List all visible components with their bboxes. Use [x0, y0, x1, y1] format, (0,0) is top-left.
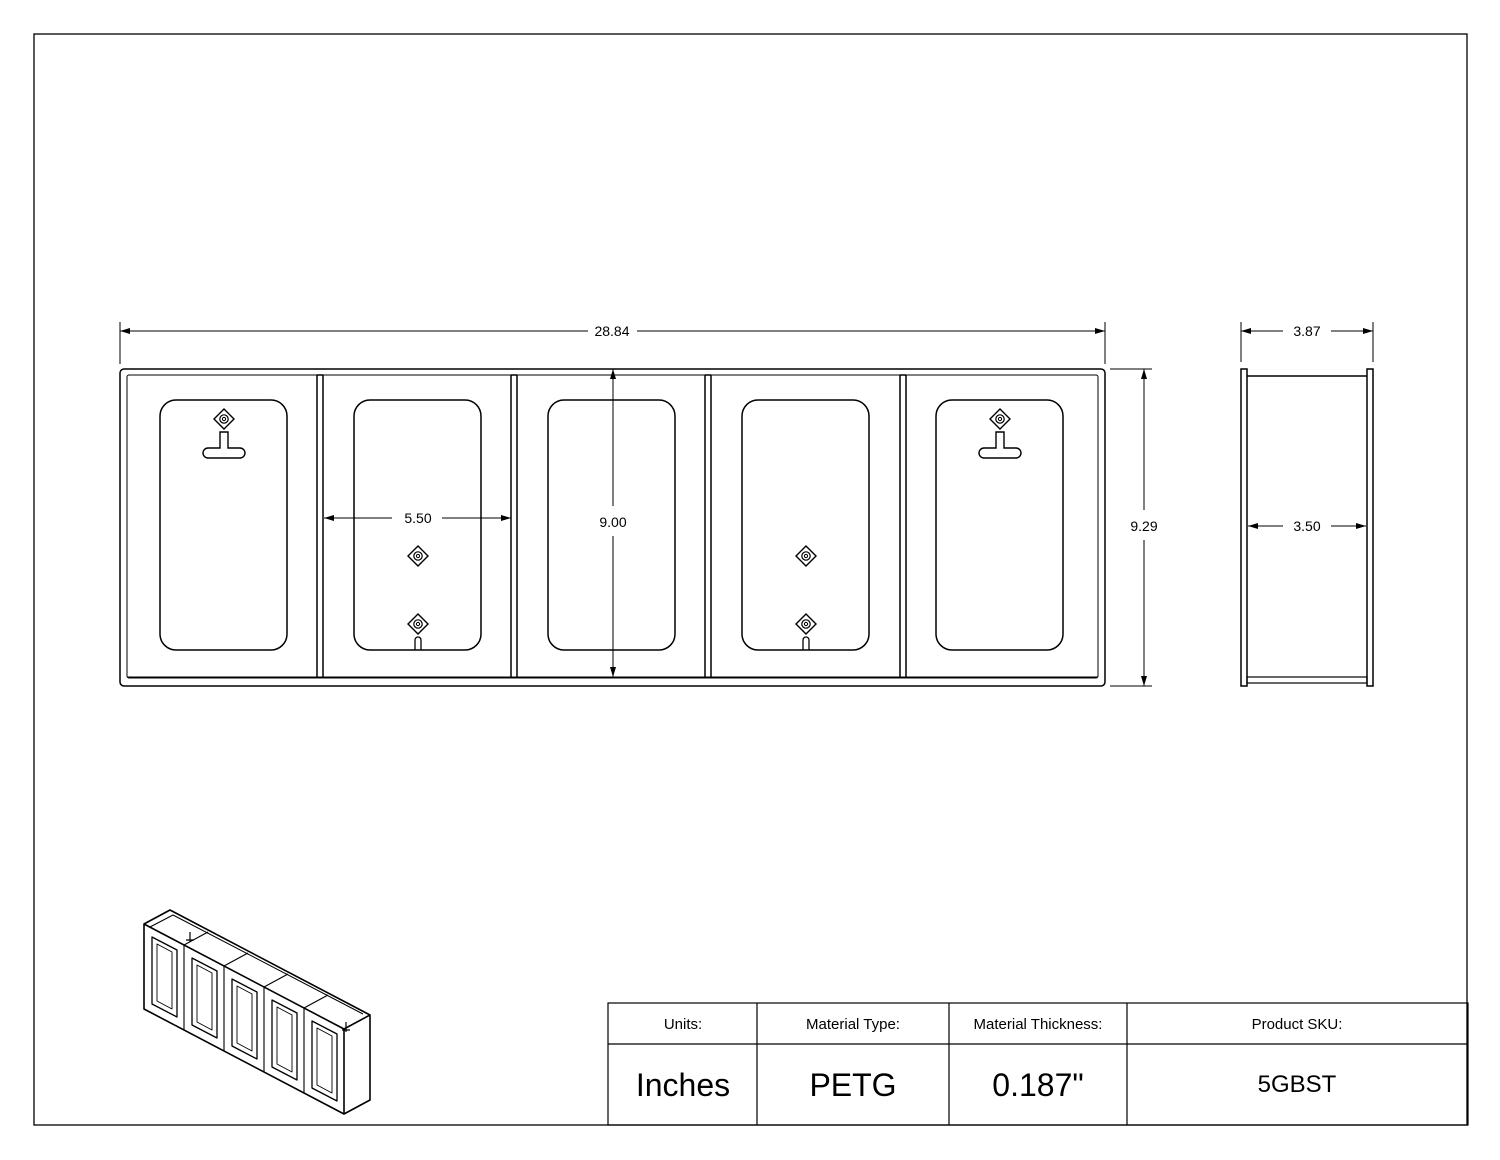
- t-slot-icon: [978, 431, 1022, 459]
- material-type-value: PETG: [809, 1067, 896, 1103]
- material-thickness-value: 0.187": [992, 1067, 1083, 1103]
- material-type-header: Material Type:: [806, 1016, 900, 1033]
- front-view: [119, 368, 1106, 687]
- side-left-wall: [1240, 368, 1248, 687]
- compartment-window-4: [741, 399, 870, 651]
- overall-height-label: 9.29: [1130, 518, 1157, 534]
- compartment-window-2: [353, 399, 482, 651]
- dimension-compartment-height: 9.00: [599, 369, 627, 677]
- overall-width-label: 28.84: [594, 323, 629, 339]
- units-value: Inches: [636, 1067, 730, 1103]
- divider-3: [704, 374, 712, 677]
- divider-2: [510, 374, 518, 677]
- side-inner-depth-label: 3.50: [1293, 518, 1320, 534]
- dimension-overall-width: 28.84: [119, 322, 1106, 364]
- keyhole-icon: [795, 613, 817, 635]
- keyhole-icon: [795, 545, 817, 567]
- t-slot-icon: [202, 431, 246, 459]
- compartment-window-3: [547, 399, 676, 651]
- title-block: [607, 1002, 1469, 1126]
- compartment-height-label: 9.00: [599, 514, 626, 530]
- keyhole-icon: [407, 545, 429, 567]
- isometric-view: [143, 909, 371, 1115]
- material-thickness-header: Material Thickness:: [974, 1016, 1103, 1033]
- product-sku-value: 5GBST: [1258, 1071, 1337, 1098]
- units-header: Units:: [664, 1016, 702, 1033]
- side-view: [1240, 368, 1374, 687]
- dimension-side-inner-depth: 3.50: [1248, 518, 1366, 534]
- side-base: [1246, 676, 1368, 684]
- divider-1: [316, 374, 324, 677]
- sheet-border: [33, 33, 1468, 1126]
- dimension-compartment-width: 5.50: [324, 510, 511, 526]
- divider-4: [899, 374, 907, 677]
- side-depth-label: 3.87: [1293, 323, 1320, 339]
- compartment-window-1: [159, 399, 288, 651]
- slot-icon: [802, 636, 810, 650]
- slot-icon: [414, 636, 422, 650]
- product-sku-header: Product SKU:: [1252, 1016, 1343, 1033]
- keyhole-icon: [407, 613, 429, 635]
- dimension-overall-height: 9.29: [1110, 368, 1158, 687]
- side-right-wall: [1366, 368, 1374, 687]
- keyhole-icon: [213, 408, 235, 430]
- compartment-width-label: 5.50: [404, 510, 431, 526]
- compartment-window-5: [935, 399, 1064, 651]
- keyhole-icon: [989, 408, 1011, 430]
- dimension-side-depth: 3.87: [1240, 322, 1374, 362]
